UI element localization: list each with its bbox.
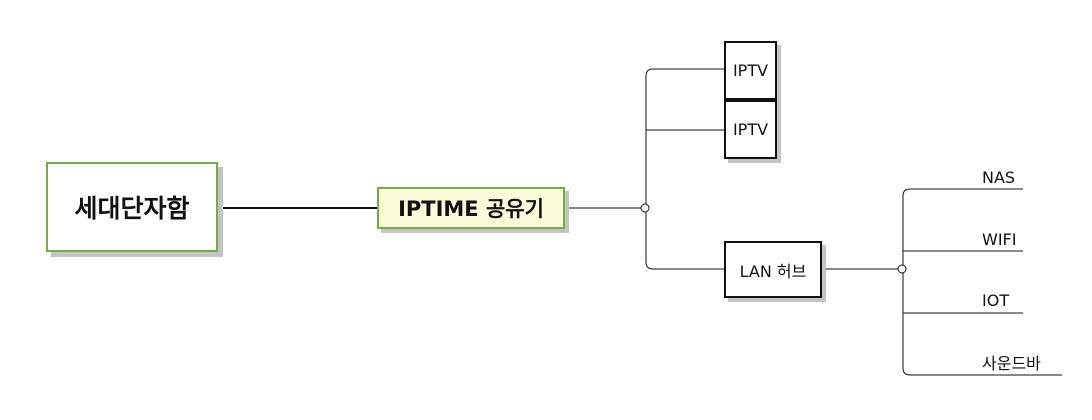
device-node-lan-hub: LAN 허브 bbox=[724, 241, 822, 298]
router-junction-dot bbox=[640, 203, 650, 213]
leaf-label-soundbar: 사운드바 bbox=[982, 354, 1041, 373]
hub-branch-spine bbox=[902, 188, 1062, 376]
hub-junction-dot bbox=[897, 264, 907, 274]
device-label: IPTV bbox=[732, 120, 769, 139]
leaf-label-wifi: WIFI bbox=[982, 230, 1017, 249]
device-node-iptv-2: IPTV bbox=[724, 100, 777, 159]
root-node-distribution-box: 세대단자함 bbox=[46, 162, 218, 252]
device-node-iptv-1: IPTV bbox=[724, 41, 777, 100]
router-branch-spine bbox=[645, 68, 724, 270]
device-label: LAN 허브 bbox=[739, 261, 807, 281]
router-node: IPTIME 공유기 bbox=[377, 187, 565, 229]
root-node-label: 세대단자함 bbox=[74, 194, 190, 223]
device-label: IPTV bbox=[732, 61, 769, 80]
router-node-label: IPTIME 공유기 bbox=[398, 197, 544, 221]
leaf-label-iot: IOT bbox=[982, 291, 1010, 310]
leaf-label-nas: NAS bbox=[982, 168, 1016, 187]
